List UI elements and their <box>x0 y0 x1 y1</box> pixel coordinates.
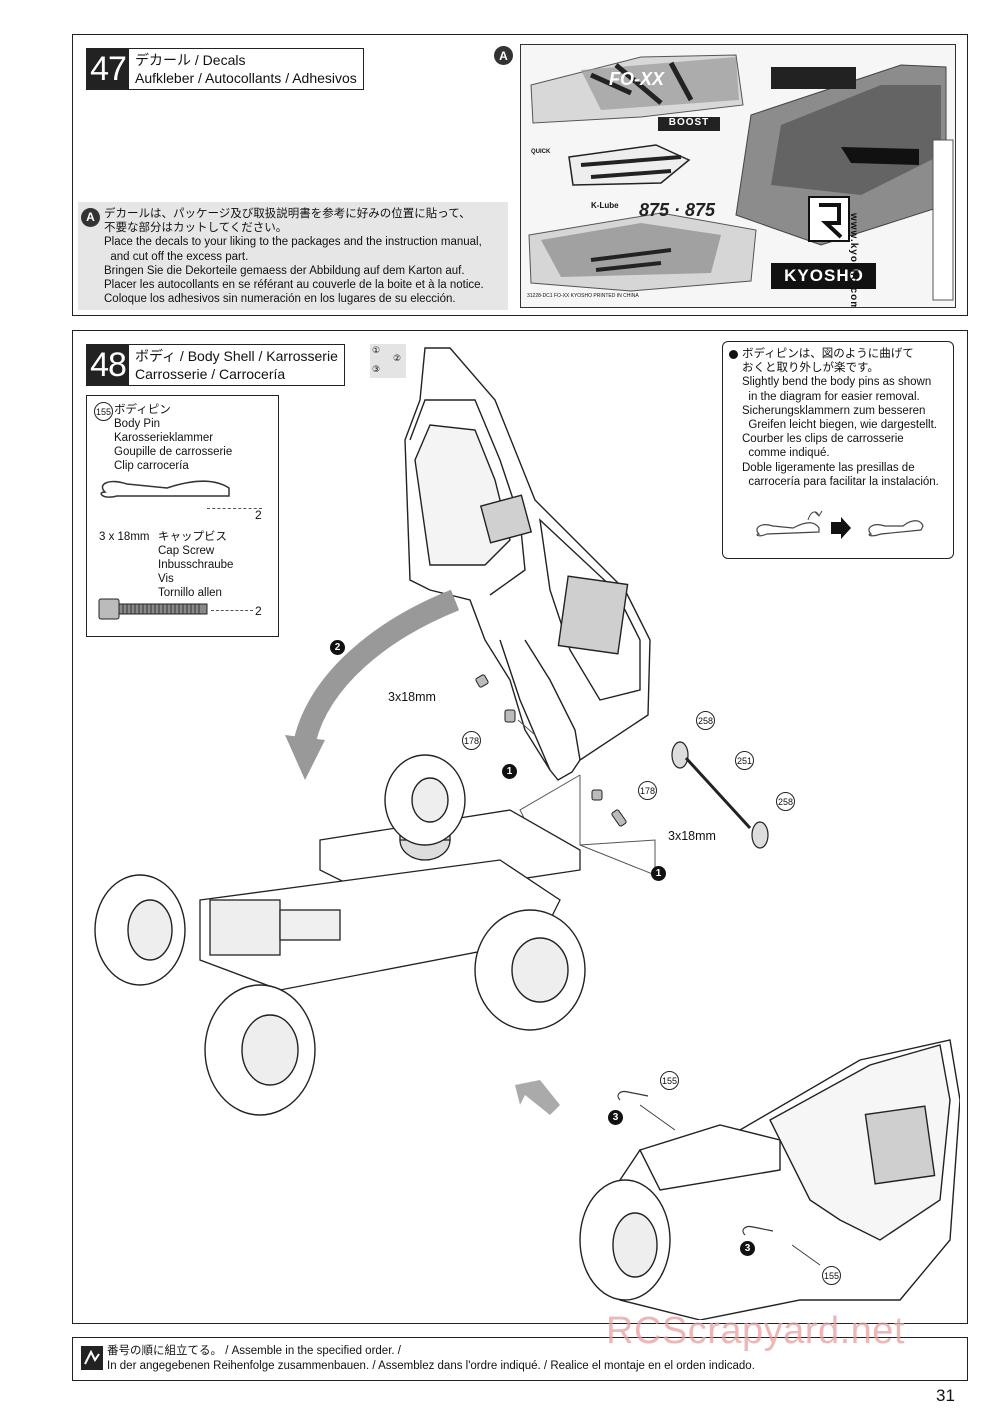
part-name: Body Pin <box>114 418 161 430</box>
step-48-number: 48 <box>87 345 129 385</box>
decal-boost-text: BOOST <box>668 117 710 128</box>
watermark-text: RCScrapyard.net <box>606 1310 905 1352</box>
sequence-2: 2 <box>330 640 345 655</box>
screw-size: 3 x 18mm <box>99 531 150 543</box>
footer-line2: In der angegebenen Reihenfolge zusammenb… <box>107 1360 755 1372</box>
part-name: Clip carrocería <box>114 460 189 472</box>
decal-numbers-text: 875 · 875 <box>639 200 716 220</box>
step-48-header: 48 ボディ / Body Shell / Karrosserie Carros… <box>86 344 345 386</box>
body-pin-tip-box: ボディピンは、図のように曲げて おくと取り外しが楽です。 Slightly be… <box>722 341 954 559</box>
step-47-instruction-note: A デカールは、パッケージ及び取扱説明書を参考に好みの位置に貼って、 不要な部分… <box>78 202 508 310</box>
note-line: Coloque los adhesivos sin numeración en … <box>104 293 456 306</box>
decal-small-print: 31228-DC1 FO-XX KYOSHO PRINTED IN CHINA <box>527 293 639 299</box>
part-name: Tornillo allen <box>158 587 222 599</box>
boost-decal <box>658 117 720 131</box>
step-48-title-line1: ボディ / Body Shell / Karrosserie <box>135 348 338 364</box>
note-line: 不要な部分はカットしてください。 <box>104 222 288 235</box>
part-name: Inbusschraube <box>158 559 234 571</box>
part-251-callout: 251 <box>735 751 754 770</box>
decal-sheet-artwork <box>528 54 954 301</box>
assembly-order-footer: 番号の順に組立てる。 / Assemble in the specified o… <box>72 1337 968 1381</box>
footer-line1: 番号の順に組立てる。 / Assemble in the specified o… <box>107 1345 401 1357</box>
tip-line: in the diagram for easier removal. <box>742 390 920 403</box>
tip-line: おくと取り外しが楽です。 <box>742 362 879 375</box>
part-258-callout-lower: 258 <box>776 792 795 811</box>
cap-screw-illustration <box>98 598 208 620</box>
note-line: and cut off the excess part. <box>104 250 249 263</box>
part-155-qty: 2 <box>255 508 262 522</box>
part-155-callout-lower: 155 <box>822 1266 841 1285</box>
step-47-header: 47 デカール / Decals Aufkleber / Autocollant… <box>86 48 364 90</box>
tip-line: carrocería para facilitar la instalación… <box>742 475 939 488</box>
part-name: キャップビス <box>158 531 227 543</box>
sequence-1-upper: 1 <box>502 764 517 779</box>
step-47-title-line1: デカール / Decals <box>135 52 246 68</box>
sequence-1-lower: 1 <box>651 866 666 881</box>
sequence-3-upper: 3 <box>608 1110 623 1125</box>
step-48-title-line2: Carrosserie / Carrocería <box>135 366 286 382</box>
rotate-arrow <box>294 589 460 744</box>
wheels <box>94 754 586 1116</box>
note-line: デカールは、パッケージ及び取扱説明書を参考に好みの位置に貼って、 <box>104 208 471 220</box>
tip-line: Greifen leicht biegen, wie dargestellt. <box>742 419 937 432</box>
decal-brand-text: KYOSHO <box>784 266 864 285</box>
part-178-callout-lower: 178 <box>638 781 657 800</box>
tip-line: Courber les clips de carrosserie <box>742 433 904 446</box>
arrow-right-icon <box>831 517 851 539</box>
tip-line: ボディピンは、図のように曲げて <box>742 348 914 360</box>
decal-sheet: BOOST 875 · 875 KYOSHO FO-XX QUICK K-Lub… <box>520 44 956 308</box>
part-178-callout-upper: 178 <box>462 731 481 750</box>
note-line: Bringen Sie die Dekorteile gemaess der A… <box>104 264 465 277</box>
decal-klube-text: K-Lube <box>591 201 619 210</box>
part-155-callout-upper: 155 <box>660 1071 679 1090</box>
assembled-vehicle <box>579 1039 960 1320</box>
bend-pin-diagram <box>756 510 924 539</box>
step-47-title-line2: Aufkleber / Autocollants / Adhesivos <box>135 70 357 86</box>
part-name: Vis <box>158 573 174 585</box>
decal-sheet-badge-a: A <box>494 46 513 65</box>
screw-label-lower: 3x18mm <box>668 829 716 843</box>
step-48-panel <box>72 330 968 1324</box>
body-mounts <box>671 741 769 849</box>
tip-line: Sicherungsklammern zum besseren <box>742 404 926 417</box>
page-number: 31 <box>936 1386 955 1405</box>
note-line: Placer les autocollants en se référant a… <box>104 279 484 292</box>
note-badge-a: A <box>81 208 100 227</box>
part-155-badge: 155 <box>94 402 113 421</box>
tip-line: comme indiqué. <box>742 447 830 460</box>
body-pin-illustration <box>100 480 230 498</box>
parts-list-box: 155 ボディピン Body Pin Karosserieklammer Gou… <box>86 395 279 637</box>
assembly-order-icon: ① ② ③ <box>370 344 406 378</box>
decal-model-text-top: FO-XX <box>609 69 665 89</box>
body-shell-assembly-illustration <box>94 347 960 1320</box>
step-47-number: 47 <box>87 49 129 89</box>
part-258-callout-upper: 258 <box>696 711 715 730</box>
step-47-panel <box>72 34 968 316</box>
screw-qty: 2 <box>255 604 262 618</box>
screw-label-upper: 3x18mm <box>388 690 436 704</box>
body-shell-raised <box>404 347 651 781</box>
decal-url-text: www.kyosho.com <box>848 213 859 308</box>
part-name: Karosserieklammer <box>114 432 214 444</box>
tip-bullet <box>729 350 738 359</box>
note-line: Place the decals to your liking to the p… <box>104 236 482 249</box>
next-arrow <box>515 1080 560 1115</box>
assembly-order-icon-footer <box>81 1346 103 1370</box>
sequence-3-lower: 3 <box>740 1241 755 1256</box>
tip-line: Doble ligeramente las presillas de <box>742 461 915 474</box>
part-name: Goupille de carrosserie <box>114 446 233 458</box>
decal-quick-text: QUICK <box>531 149 551 155</box>
part-name: Cap Screw <box>158 545 215 557</box>
part-name: ボディピン <box>114 404 171 416</box>
tip-line: Slightly bend the body pins as shown <box>742 376 932 389</box>
